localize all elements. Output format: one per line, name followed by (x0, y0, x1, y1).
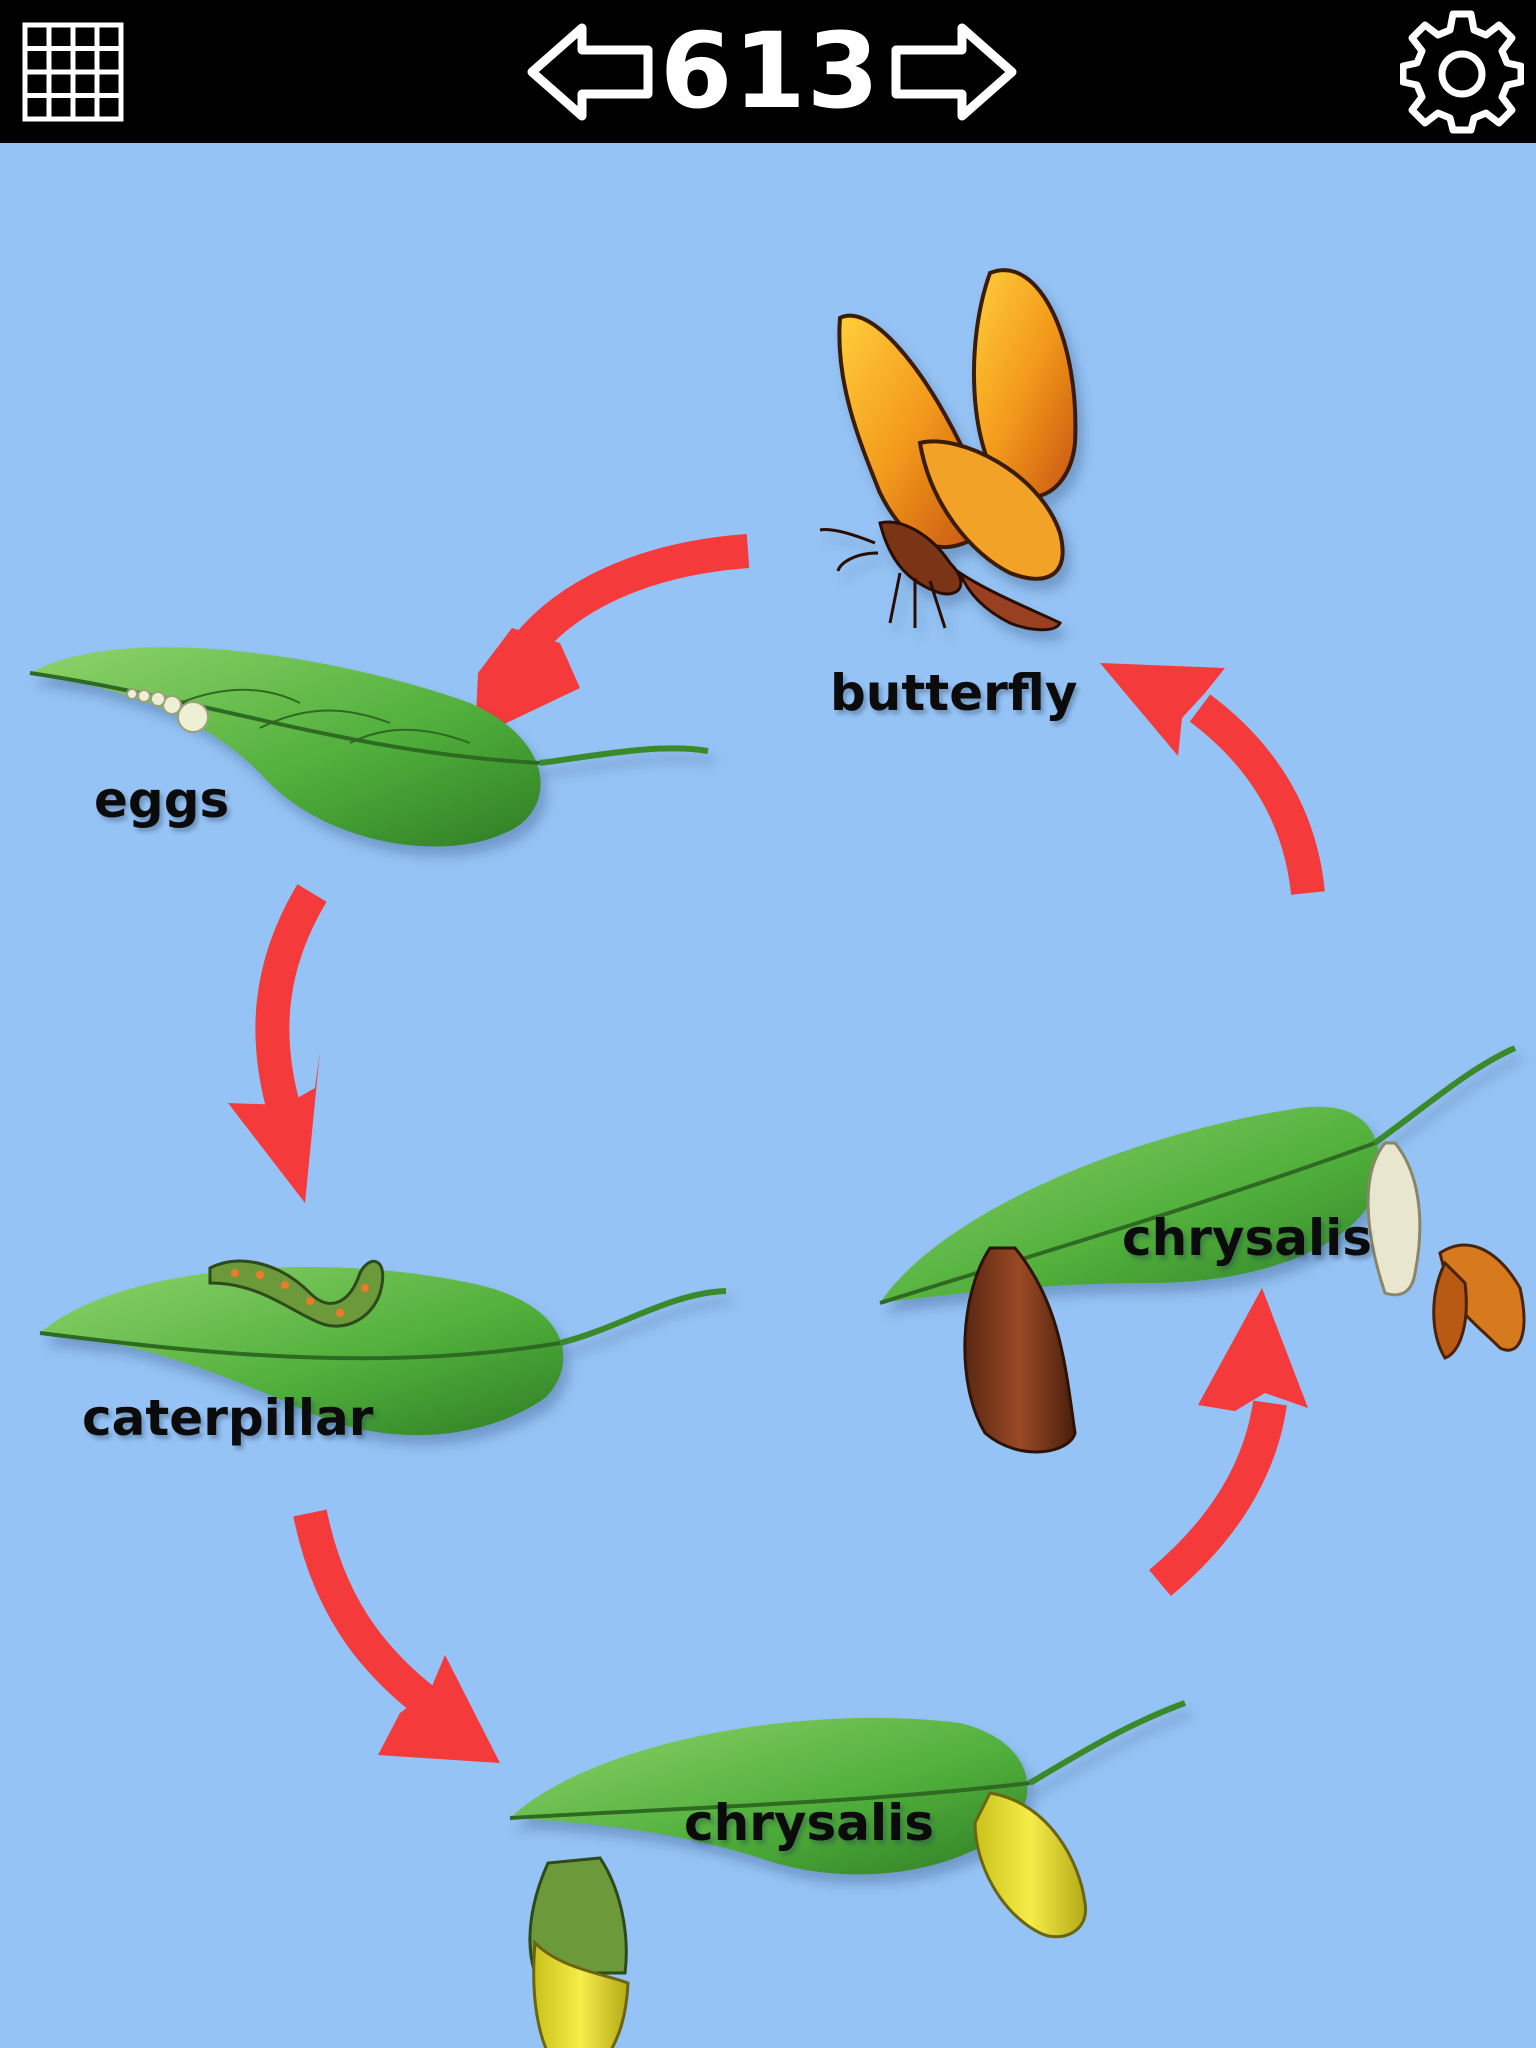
green-chrysalis-forming (528, 1856, 630, 2048)
page-number: 613 (660, 10, 881, 132)
stage-label-caterpillar: caterpillar (82, 1389, 374, 1447)
yellow-chrysalis (973, 1791, 1087, 1939)
brown-chrysalis (963, 1246, 1077, 1454)
top-toolbar: 613 (0, 0, 1536, 143)
arrow-chrysalis-to-butterfly (1189, 694, 1325, 895)
stage-label-chrysalis-right: chrysalis (1122, 1209, 1373, 1267)
arrow-eggs-to-caterpillar (255, 884, 327, 1118)
stage-label-eggs: eggs (94, 771, 230, 829)
butterfly (819, 268, 1078, 632)
arrow-heads (228, 628, 1308, 1763)
caterpillar-leaf (39, 1267, 727, 1436)
life-cycle-diagram (29, 268, 1526, 2048)
eggs-cluster (126, 688, 209, 733)
gear-icon[interactable] (1399, 10, 1525, 134)
arrow-right-icon[interactable] (886, 20, 1020, 124)
arrow-left-icon[interactable] (524, 20, 658, 124)
empty-chrysalis-with-butterfly (1366, 1141, 1526, 1360)
life-cycle-area: butterfly eggs caterpillar chrysalis chr… (0, 143, 1536, 2048)
stage-label-chrysalis-bottom: chrysalis (684, 1794, 935, 1852)
arrow-chrysalis-to-chrysalis (1149, 1400, 1287, 1597)
stage-label-butterfly: butterfly (830, 664, 1078, 722)
chrysalis-leaf-bottom (509, 1700, 1187, 1875)
grid-icon[interactable] (22, 22, 124, 122)
caterpillar (208, 1259, 385, 1328)
